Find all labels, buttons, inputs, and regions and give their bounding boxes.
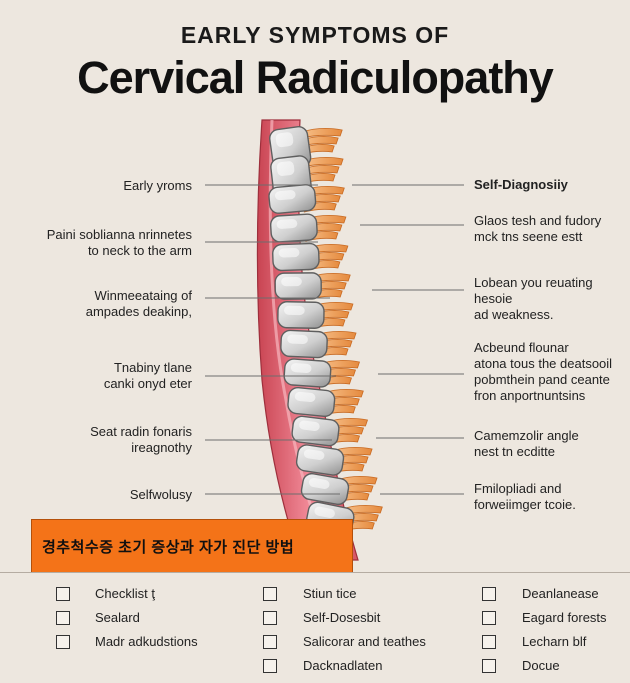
- left-label-2: Paini soblianna nrinnetes to neck to the…: [46, 227, 192, 258]
- checklist-label: Madr adkudstions: [95, 634, 198, 649]
- vertebra-highlight: [284, 305, 305, 316]
- right-label-5: Camemzolir angle nest tn ecditte: [474, 428, 579, 459]
- vertebra-highlight: [276, 161, 295, 176]
- checklist-item[interactable]: [56, 585, 70, 603]
- checklist-label: Stiun tice: [303, 586, 357, 601]
- checklist-label: Salicorar and teathes: [303, 634, 426, 649]
- checkbox[interactable]: [482, 587, 496, 601]
- vertebra: [287, 386, 336, 418]
- vertebra-highlight: [294, 391, 316, 403]
- left-label-4: Tnabiny tlane canki onyd eter: [103, 360, 192, 391]
- page-title: Cervical Radiculopathy: [77, 52, 554, 103]
- checkbox[interactable]: [263, 611, 277, 625]
- right-label-3: Lobean you reuating hesoie ad weakness.: [474, 275, 593, 322]
- checklist-item[interactable]: [482, 657, 496, 675]
- vertebra: [274, 272, 322, 300]
- checklist-item[interactable]: [56, 609, 70, 627]
- vertebra-highlight: [276, 219, 298, 229]
- checkbox[interactable]: [263, 587, 277, 601]
- checkbox[interactable]: [56, 587, 70, 601]
- right-label-6: Fmilopliadi and forweiimger tcoie.: [474, 481, 576, 512]
- checklist-label: Sealard: [95, 610, 140, 625]
- korean-title-banner: 경추척수증 초기 증상과 자가 진단 방법: [31, 519, 353, 573]
- divider: [0, 572, 630, 573]
- right-label-1: Self-Diagnosiiy: [474, 177, 568, 192]
- checklist-item[interactable]: [482, 609, 496, 627]
- checklist-label: Self-Dosesbit: [303, 610, 381, 625]
- vertebra: [268, 184, 317, 214]
- vertebra-highlight: [275, 132, 294, 148]
- checklist-item[interactable]: [263, 585, 277, 603]
- checklist-item[interactable]: [56, 633, 70, 651]
- checkbox[interactable]: [482, 611, 496, 625]
- vertebra-highlight: [278, 248, 300, 258]
- left-label-1: Early yroms: [123, 178, 192, 193]
- checklist-item[interactable]: [482, 585, 496, 603]
- vertebra-highlight: [281, 277, 302, 287]
- vertebra-highlight: [314, 506, 335, 518]
- left-label-6: Selfwolusy: [129, 487, 192, 502]
- left-label-3: Winmeeataing of ampades deakinp,: [85, 288, 192, 319]
- vertebra: [280, 329, 328, 359]
- checklist-item[interactable]: [482, 633, 496, 651]
- checklist-item[interactable]: [263, 633, 277, 651]
- vertebra-highlight: [299, 420, 320, 431]
- checkbox[interactable]: [263, 659, 277, 673]
- checkbox[interactable]: [482, 659, 496, 673]
- vertebra: [291, 415, 340, 447]
- vertebra-highlight: [303, 449, 325, 460]
- checklist-label: Dacknadlaten: [303, 658, 383, 673]
- checkbox[interactable]: [56, 611, 70, 625]
- checklist-label: Eagard forests: [522, 610, 607, 625]
- vertebra-highlight: [274, 190, 296, 201]
- leader-lines: [205, 184, 464, 495]
- vertebra: [272, 242, 320, 272]
- checklist-label: Lecharn blf: [522, 634, 587, 649]
- title-eyebrow: EARLY SYMPTOMS OF: [180, 22, 450, 48]
- vertebra: [277, 301, 325, 329]
- nerve-root: [301, 128, 343, 139]
- vertebra: [283, 358, 332, 388]
- checkbox[interactable]: [263, 635, 277, 649]
- right-label-4: Acbeund flounar atona tous the deatsooil…: [474, 340, 613, 403]
- checklist-label: Deanlanease: [522, 586, 599, 601]
- checklist-item[interactable]: [263, 609, 277, 627]
- checklist-label: Checklist ţ: [95, 586, 155, 601]
- vertebra-highlight: [290, 363, 312, 374]
- left-label-5: Seat radin fonaris ireagnothy: [90, 424, 192, 455]
- right-label-2: Glaos tesh and fudory mck tns seene estt: [474, 213, 602, 244]
- checkbox[interactable]: [56, 635, 70, 649]
- checklist-item[interactable]: [263, 657, 277, 675]
- nerve-root: [302, 157, 344, 168]
- checklist-label: Docue: [522, 658, 560, 673]
- vertebra-highlight: [287, 334, 308, 345]
- vertebra-highlight: [308, 477, 330, 489]
- checkbox[interactable]: [482, 635, 496, 649]
- vertebra: [269, 213, 318, 243]
